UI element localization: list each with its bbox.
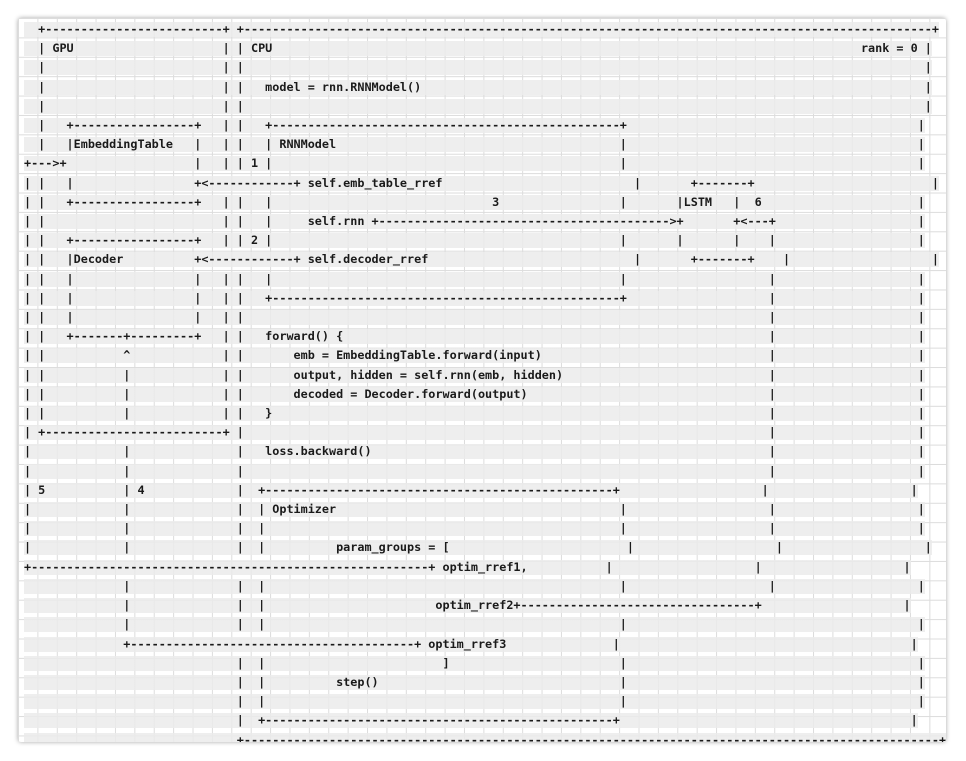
diagram-line: | | | | | [24,461,925,481]
diagram-line: | | | | | | | | | | [24,269,925,289]
diagram-line: | | | | [24,692,925,712]
diagram-line: | | | | | | +---------------------------… [24,288,925,309]
diagram-line: +---------------------------------------… [24,730,946,742]
diagram-line: | | | | | | | | [24,308,925,328]
diagram-card: +-------------------------+ +-----------… [18,18,946,742]
diagram-line: | | | | | | | [24,519,925,539]
diagram-line: | | ^ | | emb = EmbeddingTable.forward(i… [24,346,925,366]
diagram-line: | | | | [24,58,932,78]
diagram-line: | | | | param_groups = [ | | | [24,538,932,558]
diagram-line: | | | | | self.rnn +--------------------… [24,212,925,232]
diagram-line: | | +-------+---------+ | | forward() { … [24,327,925,347]
diagram-line: | | | | | [24,615,925,635]
diagram-line: | | | | | | [24,576,925,597]
diagram-line: | | | model = rnn.RNNModel() | [24,77,932,97]
diagram-line: | | | | [24,96,932,117]
diagram-line: +-------------------------+ +-----------… [24,20,939,40]
diagram-line: | +-----------------+ | | +-------------… [24,116,925,136]
diagram-line: | 5 | 4 | +-----------------------------… [24,480,918,501]
diagram-line: | | +-----------------+ | | 2 | | | | | … [24,231,925,251]
diagram-line: +--->+ | | | 1 | | | [24,154,925,174]
diagram-line: +---------------------------------------… [24,634,918,654]
diagram-line: | | |Decoder +<------------+ self.decode… [24,250,939,270]
diagram-line: | | | | Optimizer | | | [24,500,925,520]
diagram-line: | GPU | | CPU rank = 0 | [24,39,932,59]
diagram-line: +---------------------------------------… [24,557,911,577]
diagram-line: | |EmbeddingTable | | | | RNNModel | | [24,135,925,155]
diagram-line: | | | +<------------+ self.emb_table_rre… [24,173,939,193]
diagram-line: | | | optim_rref2+----------------------… [24,596,911,616]
diagram-line: | | | | | output, hidden = self.rnn(emb,… [24,365,925,385]
diagram-line: | | step() | | [24,672,925,693]
diagram-line: | +-------------------------+ | | | [24,423,925,443]
diagram-line: | | | | | } | | [24,404,925,424]
diagram-line: | | | | | decoded = Decoder.forward(outp… [24,384,925,405]
ascii-diagram: +-------------------------+ +-----------… [24,20,946,742]
diagram-line: | +-------------------------------------… [24,711,918,731]
diagram-line: | | +-----------------+ | | | 3 | |LSTM … [24,192,925,213]
diagram-line: | | | loss.backward() | | [24,442,925,462]
diagram-line: | | ] | | [24,653,925,673]
